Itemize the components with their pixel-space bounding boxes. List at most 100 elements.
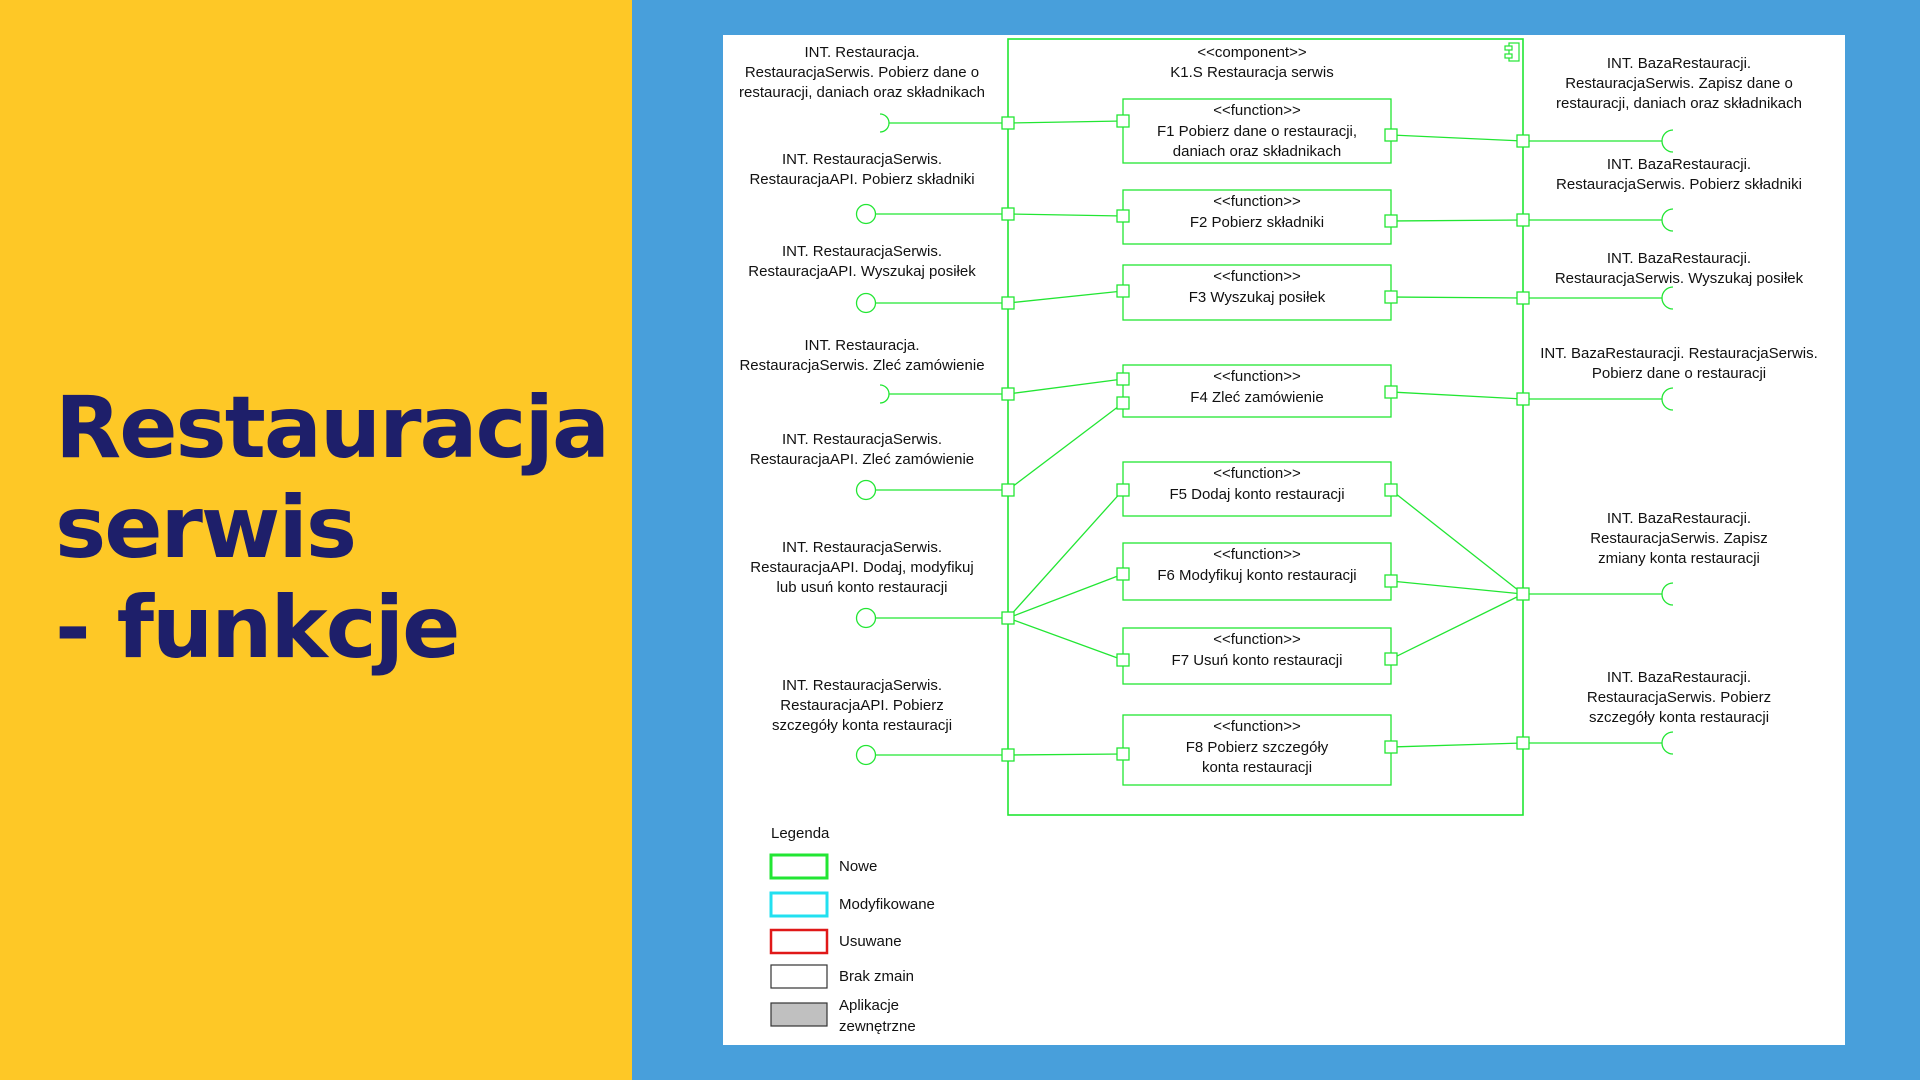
right-interface-label: RestauracjaSerwis. Zapisz dane o: [1565, 75, 1793, 92]
right-interface-label: RestauracjaSerwis. Zapisz: [1590, 530, 1768, 547]
legend-label-removed: Usuwane: [839, 933, 902, 950]
right-interface-label: RestauracjaSerwis. Pobierz składniki: [1556, 176, 1802, 193]
port: [1001, 387, 1015, 401]
function-stereotype: <<function>>: [1213, 465, 1301, 482]
port: [1516, 587, 1530, 601]
right-interface-label: INT. BazaRestauracji. RestauracjaSerwis.: [1540, 345, 1818, 362]
port: [1001, 483, 1015, 497]
required-interface-socket: [1661, 387, 1674, 411]
port: [1384, 128, 1398, 142]
component-stereotype: <<component>>: [1197, 44, 1306, 61]
function-label: F5 Dodaj konto restauracji: [1169, 486, 1344, 503]
right-interface-label: INT. BazaRestauracji.: [1607, 250, 1751, 267]
port: [1384, 483, 1398, 497]
legend-title: Legenda: [771, 825, 830, 842]
slide-title-line: serwis: [55, 478, 357, 578]
legend-label-new: Nowe: [839, 858, 877, 875]
required-interface-socket: [879, 113, 890, 133]
port: [1116, 483, 1130, 497]
legend-swatch-modified: [769, 891, 829, 918]
required-interface-socket: [1661, 129, 1674, 153]
function-label: F2 Pobierz składniki: [1190, 214, 1324, 231]
connector-line: [1390, 593, 1524, 660]
left-interface-label: lub usuń konto restauracji: [777, 579, 948, 596]
function-label: F1 Pobierz dane o restauracji,: [1157, 123, 1357, 140]
slide-title: Restauracja serwis - funkcje: [55, 378, 625, 678]
left-interface-label: INT. RestauracjaSerwis.: [782, 151, 942, 168]
port: [1001, 207, 1015, 221]
port: [1116, 653, 1130, 667]
connector-line: [1390, 134, 1524, 142]
legend-label-unchanged: Brak zmain: [839, 968, 914, 985]
connector-line: [1007, 120, 1124, 124]
port: [1516, 392, 1530, 406]
port: [1116, 372, 1130, 386]
port: [1516, 736, 1530, 750]
connector-line: [1007, 378, 1124, 395]
required-interface-socket: [1661, 208, 1674, 232]
left-panel: Restauracja serwis - funkcje: [0, 0, 632, 1080]
function-box-f8: [1122, 714, 1392, 786]
legend-swatch-removed: [769, 928, 829, 955]
connector-line: [1007, 753, 1124, 756]
function-stereotype: <<function>>: [1213, 631, 1301, 648]
port: [1384, 740, 1398, 754]
port: [1384, 290, 1398, 304]
provided-interface-lollipop: [855, 479, 877, 501]
left-interface-label: INT. RestauracjaSerwis.: [782, 539, 942, 556]
slide-title-line: Restauracja: [55, 378, 610, 478]
function-label: konta restauracji: [1202, 759, 1312, 776]
required-interface-socket: [1661, 582, 1674, 606]
connector-line: [1007, 402, 1124, 491]
left-interface-label: INT. RestauracjaSerwis.: [782, 243, 942, 260]
connector-line: [1390, 219, 1524, 222]
port: [1001, 611, 1015, 625]
function-box-f4: [1122, 364, 1392, 418]
legend-label-external: Aplikacje: [839, 997, 899, 1014]
function-box-f7: [1122, 627, 1392, 685]
port: [1384, 214, 1398, 228]
legend-label-modified: Modyfikowane: [839, 896, 935, 913]
diagram-canvas: <<component>> K1.S Restauracja serwis <<fu…: [723, 35, 1845, 1045]
provided-interface-lollipop: [855, 607, 877, 629]
right-interface-label: restauracji, daniach oraz składnikach: [1556, 95, 1802, 112]
connector-line: [1007, 489, 1124, 619]
left-interface-label: INT. RestauracjaSerwis.: [782, 431, 942, 448]
right-interface-label: INT. BazaRestauracji.: [1607, 156, 1751, 173]
port: [1116, 747, 1130, 761]
left-interface-label: RestauracjaSerwis. Pobierz dane o: [745, 64, 979, 81]
legend-label-external: zewnętrzne: [839, 1018, 916, 1035]
right-interface-label: zmiany konta restauracji: [1598, 550, 1760, 567]
function-stereotype: <<function>>: [1213, 368, 1301, 385]
function-label: F7 Usuń konto restauracji: [1172, 652, 1343, 669]
right-interface-label: Pobierz dane o restauracji: [1592, 365, 1766, 382]
right-interface-label: INT. BazaRestauracji.: [1607, 669, 1751, 686]
port: [1516, 291, 1530, 305]
right-interface-label: RestauracjaSerwis. Wyszukaj posiłek: [1555, 270, 1804, 287]
left-interface-label: szczegóły konta restauracji: [772, 717, 952, 734]
component-name: K1.S Restauracja serwis: [1170, 64, 1333, 81]
left-interface-label: RestauracjaAPI. Zleć zamówienie: [750, 451, 974, 468]
component-box: [1007, 38, 1524, 816]
function-stereotype: <<function>>: [1213, 102, 1301, 119]
right-interface-label: INT. BazaRestauracji.: [1607, 55, 1751, 72]
left-interface-label: RestauracjaAPI. Pobierz składniki: [749, 171, 974, 188]
right-interface-label: szczegóły konta restauracji: [1589, 709, 1769, 726]
function-label: daniach oraz składnikach: [1173, 143, 1341, 160]
left-interface-label: RestauracjaAPI. Wyszukaj posiłek: [748, 263, 976, 280]
port: [1516, 213, 1530, 227]
left-interface-label: restauracji, daniach oraz składnikach: [739, 84, 985, 101]
connector-line: [1007, 290, 1124, 304]
function-label: F6 Modyfikuj konto restauracji: [1157, 567, 1356, 584]
port: [1384, 574, 1398, 588]
port: [1116, 114, 1130, 128]
function-stereotype: <<function>>: [1213, 268, 1301, 285]
right-interface-label: RestauracjaSerwis. Pobierz: [1587, 689, 1771, 706]
component-icon: [1504, 53, 1513, 59]
connector-line: [1390, 742, 1524, 748]
function-label: F8 Pobierz szczegóły: [1186, 739, 1329, 756]
connector-line: [1007, 573, 1124, 619]
port: [1001, 748, 1015, 762]
provided-interface-lollipop: [855, 292, 877, 314]
port: [1116, 209, 1130, 223]
